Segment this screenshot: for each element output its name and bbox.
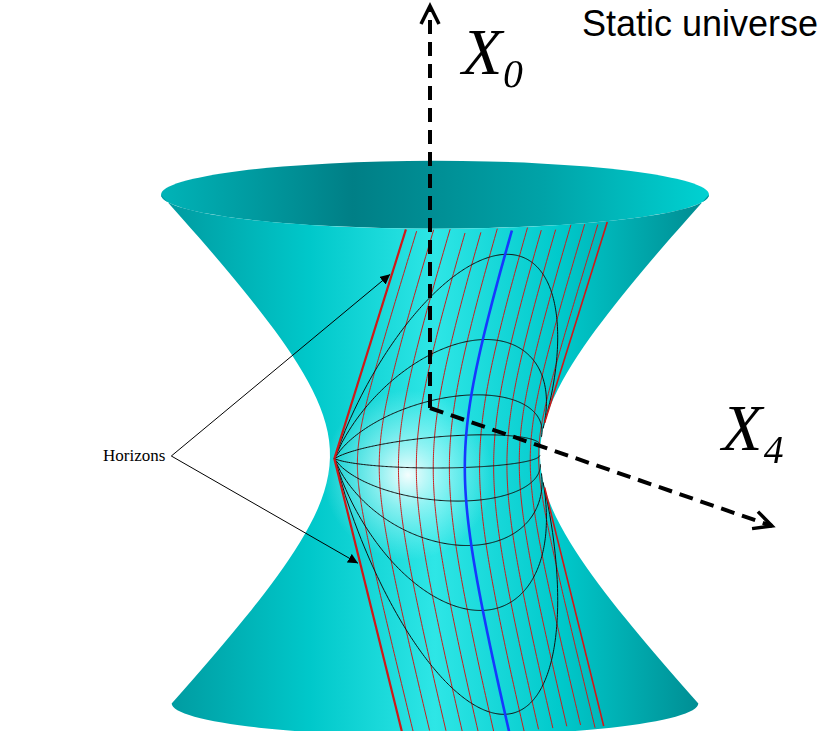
horizon-line	[334, 229, 406, 458]
horizon-line	[545, 487, 604, 726]
horizon-line	[334, 459, 402, 731]
static-radius-line	[433, 232, 481, 731]
leader-line	[171, 456, 358, 563]
callout-label: Horizons	[103, 446, 165, 466]
static-radius-line	[398, 229, 450, 731]
inner-wall	[161, 161, 709, 229]
static-time-slice	[334, 254, 557, 458]
axis-arrow	[430, 408, 772, 526]
static-time-slice	[334, 435, 540, 459]
axis-label: X₄	[722, 390, 785, 466]
title: Static universe	[582, 4, 818, 44]
static-time-slice	[334, 459, 542, 546]
static-radius-line	[465, 231, 512, 731]
axis-label: X₀	[462, 14, 525, 90]
leader-line	[171, 274, 390, 456]
horizon-line	[545, 222, 608, 423]
static-radius-line	[449, 229, 497, 731]
static-time-slice	[334, 395, 542, 459]
static-radius-line	[357, 231, 416, 731]
static-radius-line	[379, 230, 433, 731]
static-radius-line	[480, 228, 528, 731]
static-time-slice	[334, 455, 540, 468]
coordinate-lines	[334, 222, 607, 731]
static-radius-line	[539, 225, 598, 728]
observer-worldline	[465, 231, 512, 731]
static-time-slice	[334, 459, 557, 715]
axis-arrow	[428, 6, 432, 408]
